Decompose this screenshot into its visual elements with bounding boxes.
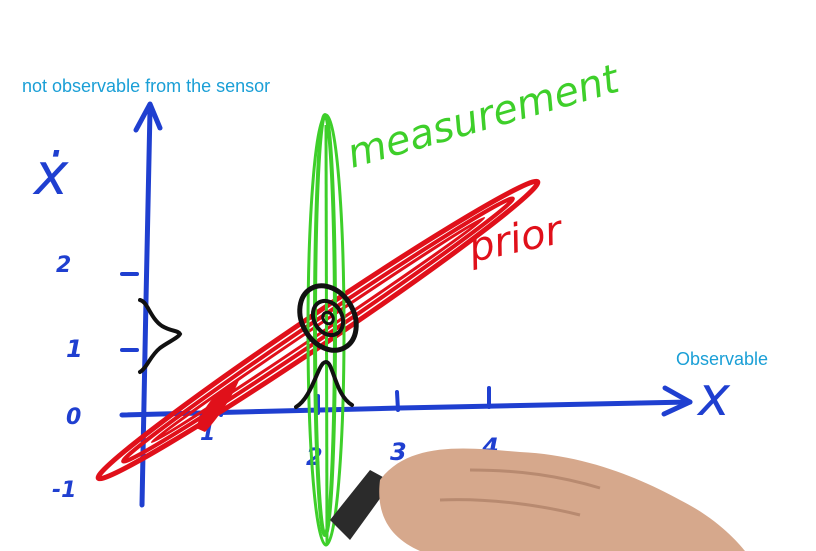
measurement-label: measurement <box>342 56 625 178</box>
x-axis-caption: Observable <box>676 349 769 369</box>
x-tick-3 <box>395 390 400 412</box>
y-axis-caption: not observable from the sensor <box>22 76 271 96</box>
y-tick-label-minus1: -1 <box>52 478 76 503</box>
posterior-ellipse <box>297 283 359 353</box>
y-axis-arrowhead <box>133 101 163 133</box>
y-tick-label-1: 1 <box>66 335 83 363</box>
y-tick-label-0: 0 <box>66 405 81 430</box>
x-axis-symbol: x <box>696 365 731 428</box>
hand-illustration <box>330 448 745 551</box>
prior-ink-blotch <box>196 378 240 432</box>
y-gaussian-curve <box>138 298 183 374</box>
x-gaussian-curve <box>294 360 354 409</box>
x-tick-label-3: 3 <box>390 438 407 466</box>
y-tick-label-2: 2 <box>56 253 71 278</box>
y-axis-symbol: ẋ <box>32 140 69 208</box>
x-axis-arrowhead <box>661 385 693 417</box>
x-tick-label-2: 2 <box>306 443 323 471</box>
